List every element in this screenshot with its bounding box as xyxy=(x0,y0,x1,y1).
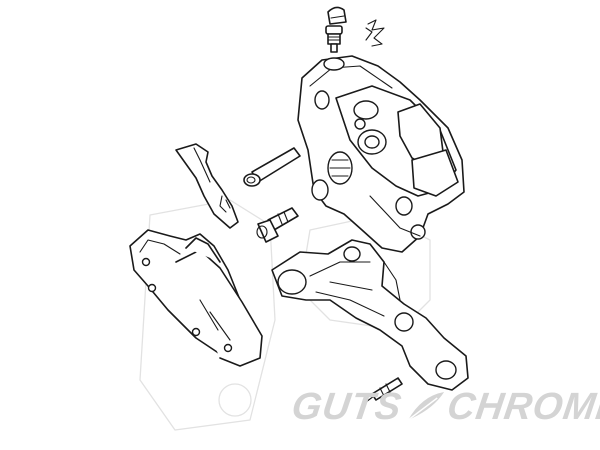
watermark-word-right: CHROME xyxy=(444,386,600,428)
small-bleed-screw xyxy=(365,377,403,403)
retaining-clip xyxy=(365,19,385,47)
watermark-word-left: GUTS xyxy=(289,386,405,428)
feather-icon xyxy=(407,392,444,421)
pad-spring xyxy=(175,143,239,229)
guts-chrome-watermark: GUTS CHROME xyxy=(289,386,600,428)
bleeder-cap xyxy=(327,6,347,25)
brake-pad-set xyxy=(129,229,263,367)
short-pin-bolt xyxy=(256,207,299,243)
bleeder-valve xyxy=(325,25,343,53)
caliper-mounting-bracket xyxy=(271,239,469,391)
caliper-body xyxy=(297,55,465,253)
long-pin-bolt xyxy=(243,147,301,187)
